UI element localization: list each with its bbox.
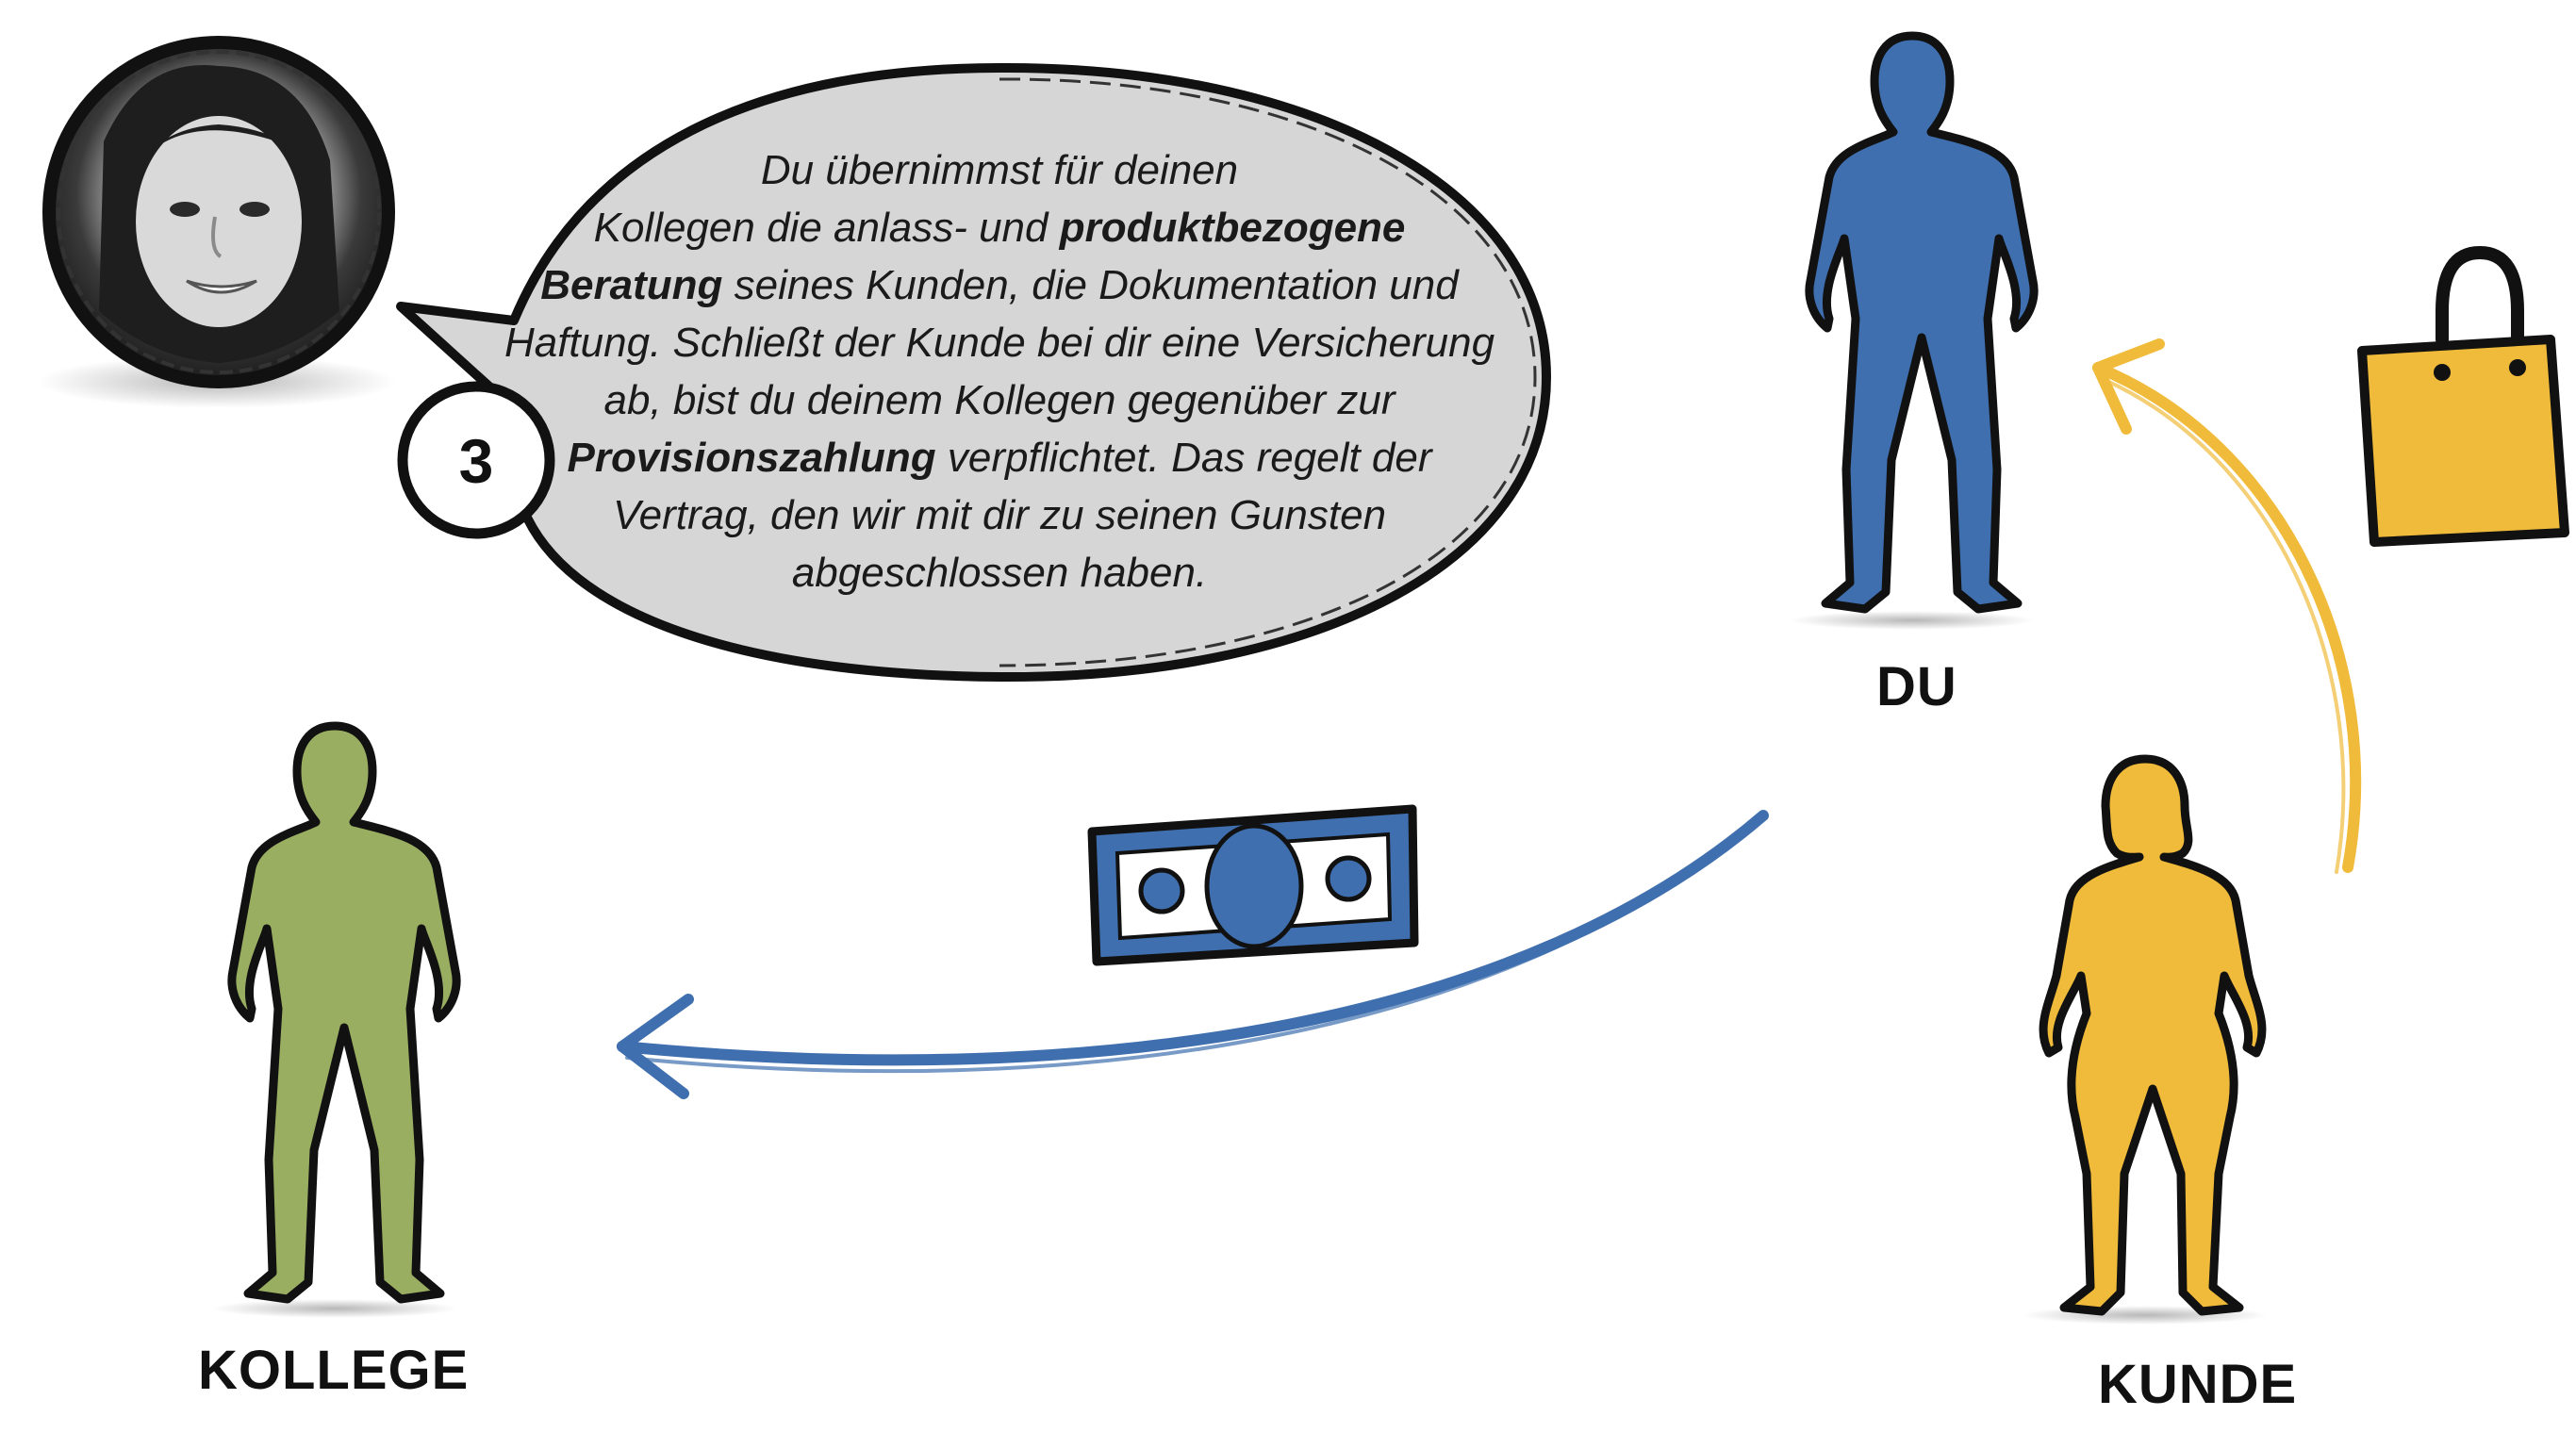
money-bill-icon <box>1087 804 1419 966</box>
speech-line-3: Beratung seines Kunden, die Dokumentatio… <box>471 256 1527 314</box>
person-kunde <box>2023 754 2268 1325</box>
label-kunde: KUNDE <box>2098 1354 2298 1415</box>
avatar <box>38 36 396 408</box>
face-illustration <box>99 65 339 363</box>
payment-arrow <box>617 810 1769 1099</box>
step-number-badge: 3 <box>397 381 555 539</box>
label-kollege: KOLLEGE <box>198 1340 470 1401</box>
speech-line-2: Kollegen die anlass- und produktbezogene <box>471 199 1527 256</box>
speech-line-5: ab, bist du deinem Kollegen gegenüber zu… <box>603 377 1395 423</box>
label-du: DU <box>1876 656 1957 717</box>
speech-line-6-bold: Provisionszahlung <box>567 435 936 481</box>
speech-line-8: abgeschlossen haben. <box>791 550 1208 596</box>
speech-line-3-bold: Beratung <box>540 262 723 308</box>
speech-line-1: Du übernimmst für deinen <box>760 147 1239 193</box>
speech-line-2-bold: produktbezogene <box>1059 205 1406 251</box>
speech-line-6-text: verpflichtet. Das regelt der <box>935 435 1432 481</box>
speech-line-2-text: Kollegen die anlass- und <box>593 205 1060 251</box>
person-du <box>1790 31 2039 630</box>
speech-text: Du übernimmst für deinen Kollegen die an… <box>471 141 1527 601</box>
shopping-bag-icon <box>2357 245 2569 547</box>
step-number: 3 <box>459 426 494 496</box>
speech-line-7: Vertrag, den wir mit dir zu seinen Gunst… <box>612 492 1387 538</box>
speech-line-3-text: seines Kunden, die Dokumentation und <box>722 262 1459 308</box>
speech-line-6: Provisionszahlung verpflichtet. Das rege… <box>471 429 1527 486</box>
purchase-arrow <box>2092 338 2362 874</box>
speech-bubble <box>396 62 1551 683</box>
person-kollege <box>212 721 461 1318</box>
speech-line-4: Haftung. Schließt der Kunde bei dir eine… <box>504 320 1495 366</box>
